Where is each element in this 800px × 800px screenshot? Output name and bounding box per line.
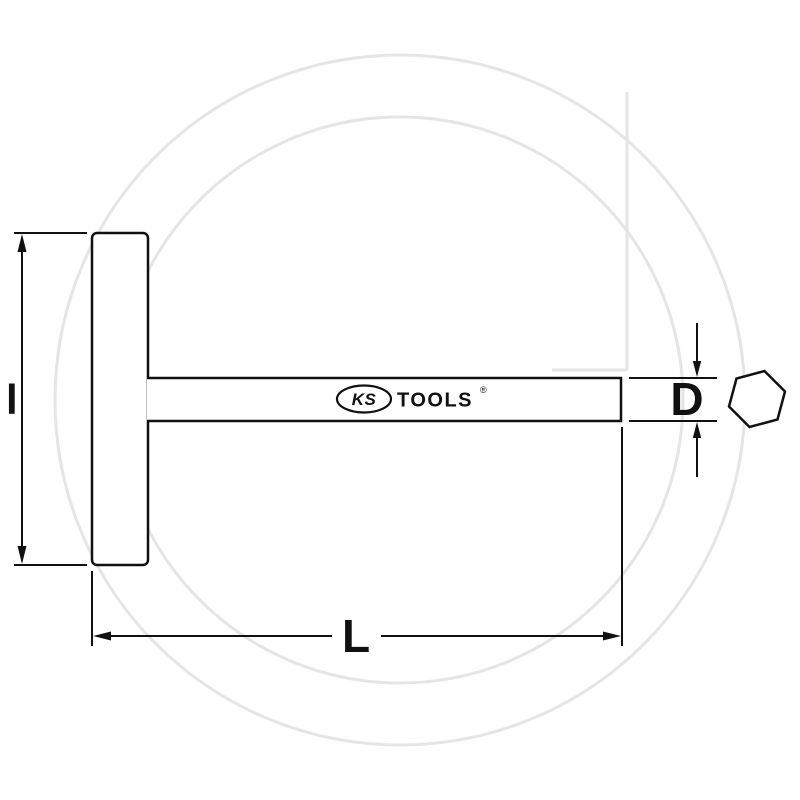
diameter-dimension-label: D	[670, 373, 703, 425]
dimension-diameter: D	[629, 323, 717, 477]
arrow-up-icon	[692, 422, 702, 438]
arrow-down-icon	[17, 546, 27, 564]
dimension-length: L	[91, 427, 623, 662]
height-dimension-label: l	[6, 376, 18, 423]
dimension-height: l	[6, 232, 87, 566]
arrow-left-icon	[93, 631, 111, 641]
arrow-up-icon	[17, 234, 27, 252]
t-handle-crossbar	[90, 231, 150, 567]
logo-ks-text: KS	[352, 390, 377, 409]
registered-trademark-mark: ®	[480, 385, 487, 395]
logo-tools-text: TOOLS	[397, 390, 473, 412]
hex-socket-icon	[727, 369, 787, 429]
arrow-down-icon	[692, 361, 702, 377]
arrow-right-icon	[603, 631, 621, 641]
ks-tools-logo: KS TOOLS ®	[335, 384, 487, 414]
logo-oval	[335, 384, 393, 414]
length-dimension-label: L	[342, 610, 370, 662]
